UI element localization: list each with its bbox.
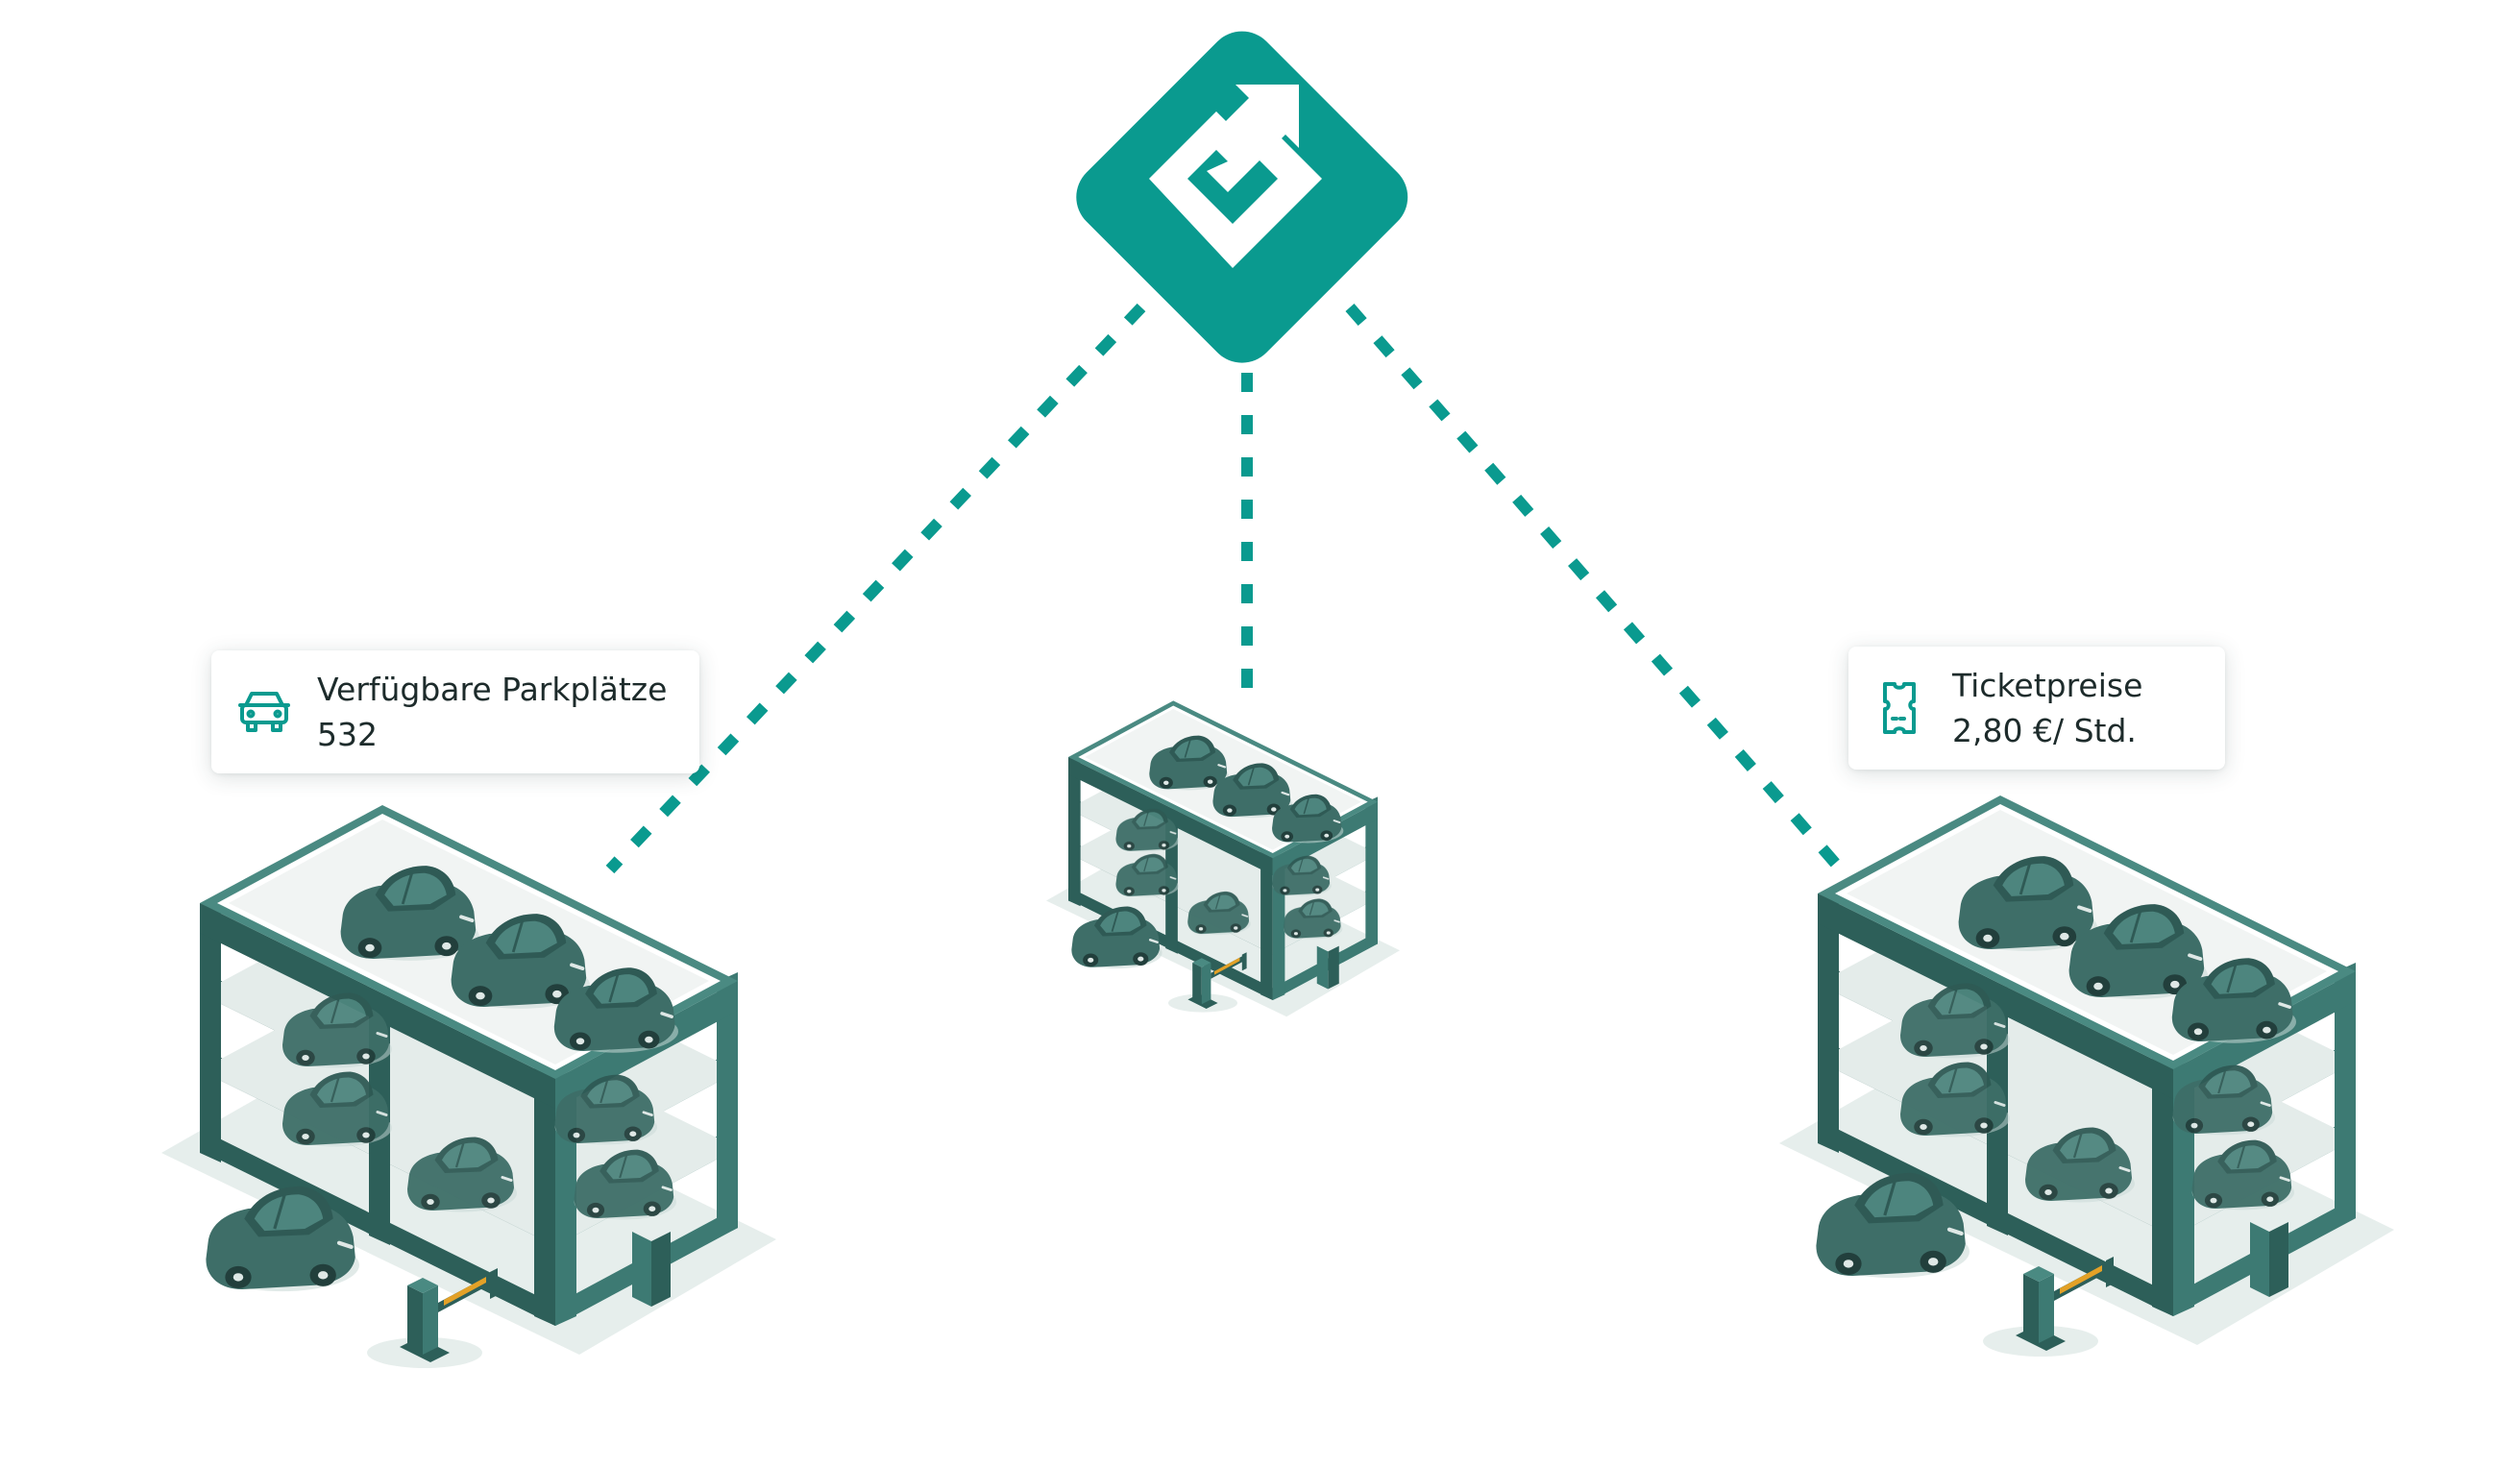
ticket-prices-card: Ticketpreise 2,80 €/ Std.	[1848, 647, 2225, 770]
available-spaces-card: Verfügbare Parkplätze 532	[211, 650, 699, 773]
parking-garage-left	[161, 805, 776, 1368]
connection-lines	[605, 303, 1846, 874]
available-spaces-label: Verfügbare Parkplätze	[317, 671, 668, 708]
ticket-prices-value: 2,80 €/ Std.	[1952, 712, 2137, 749]
parking-garage-center	[1046, 700, 1400, 1016]
ticket-prices-label: Ticketpreise	[1952, 667, 2143, 704]
available-spaces-value: 532	[317, 716, 378, 753]
connection-line-right	[1345, 304, 1846, 873]
parking-garage-right	[1779, 795, 2394, 1357]
car-icon	[238, 692, 290, 732]
ticket-icon	[1883, 682, 1916, 734]
hub-logo	[1076, 31, 1408, 363]
connection-line-left	[605, 303, 1146, 874]
turn-right-arrow-icon	[1149, 85, 1403, 268]
